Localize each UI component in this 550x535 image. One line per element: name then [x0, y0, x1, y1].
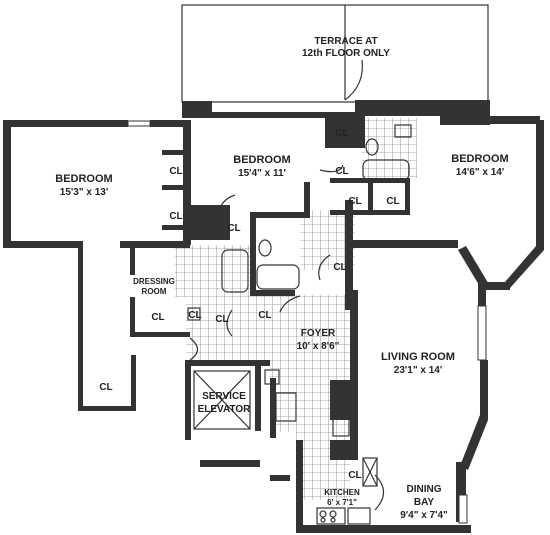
closet-label: CL	[169, 211, 182, 222]
closet-label: CL	[386, 196, 399, 207]
closet-label: CL	[348, 196, 361, 207]
bedroom-middle-name: BEDROOM	[233, 154, 290, 166]
living-room-dim: 23'1" x 14'	[394, 365, 442, 376]
terrace	[181, 4, 489, 103]
closet-label: CL	[335, 166, 348, 177]
dressing-room-line1: DRESSING	[133, 277, 175, 286]
living-room-name: LIVING ROOM	[381, 351, 455, 363]
closet-label: CL	[215, 314, 228, 325]
closet-label: CL	[151, 312, 164, 323]
kitchen-name: KITCHEN	[324, 488, 360, 497]
closet-label: CL	[258, 310, 271, 321]
dining-bay-line2: BAY	[414, 497, 435, 508]
bedroom-left-name: BEDROOM	[55, 173, 112, 185]
bathroom-fixtures	[187, 124, 412, 321]
dressing-room-line2: ROOM	[142, 287, 167, 296]
closet-label: CL	[99, 382, 112, 393]
terrace-name: TERRACE AT	[314, 36, 377, 47]
closet-label: CL	[333, 262, 346, 273]
closet-label: CL	[335, 128, 348, 139]
closet-labels: CL CL CL CL CL CL CL CL CL CL CL CL CL C…	[99, 128, 399, 481]
closet-label: CL	[169, 166, 182, 177]
terrace-note: 12th FLOOR ONLY	[302, 48, 390, 59]
bedroom-left-dim: 15'3" x 13'	[60, 187, 108, 198]
room-labels: TERRACE AT 12th FLOOR ONLY BEDROOM 15'3"…	[55, 36, 508, 521]
dining-bay-name: DINING	[407, 484, 442, 495]
bedroom-right-name: BEDROOM	[451, 153, 508, 165]
closet-label: CL	[188, 310, 201, 321]
bedroom-middle-dim: 15'4" x 11'	[238, 168, 286, 179]
windows	[127, 120, 487, 524]
dining-bay-dim: 9'4" x 7'4"	[400, 510, 448, 521]
foyer-dim: 10' x 8'6"	[297, 341, 340, 352]
closet-label: CL	[227, 223, 240, 234]
service-elevator-line1: SERVICE	[202, 391, 246, 402]
bedroom-right-dim: 14'6" x 14'	[456, 167, 504, 178]
service-elevator-line2: ELEVATOR	[198, 404, 252, 415]
closet-label: CL	[348, 470, 361, 481]
foyer-name: FOYER	[301, 328, 336, 339]
kitchen-dim: 6' x 7'1"	[327, 498, 357, 507]
kitchen-appliances	[264, 369, 378, 525]
service-elevator	[193, 370, 251, 430]
